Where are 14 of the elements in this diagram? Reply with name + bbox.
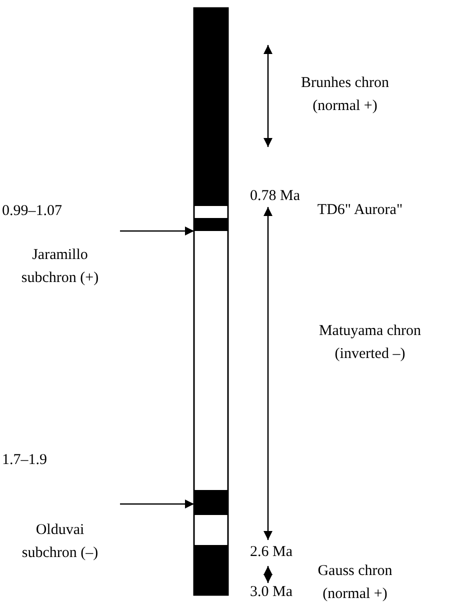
chron-label: Brunhes chron (normal +) (300, 74, 390, 116)
polarity-band (194, 490, 228, 515)
age-range-label: 0.99–1.07 (2, 202, 63, 221)
age-range-label: 1.7–1.9 (2, 451, 48, 470)
age-label: 0.78 Ma (250, 187, 301, 206)
chron-label: Gauss chron (normal +) (316, 562, 394, 603)
arrow (120, 500, 194, 508)
age-label: 2.6 Ma (250, 543, 294, 562)
chron-label: Matuyama chron (inverted –) (318, 322, 422, 364)
subchron-label: Jaramillo subchron (+) (20, 246, 100, 288)
site-label: TD6" Aurora" (316, 201, 404, 220)
subchron-label: Olduvai subchron (–) (20, 521, 100, 563)
polarity-band (194, 218, 228, 231)
arrow (120, 226, 194, 236)
